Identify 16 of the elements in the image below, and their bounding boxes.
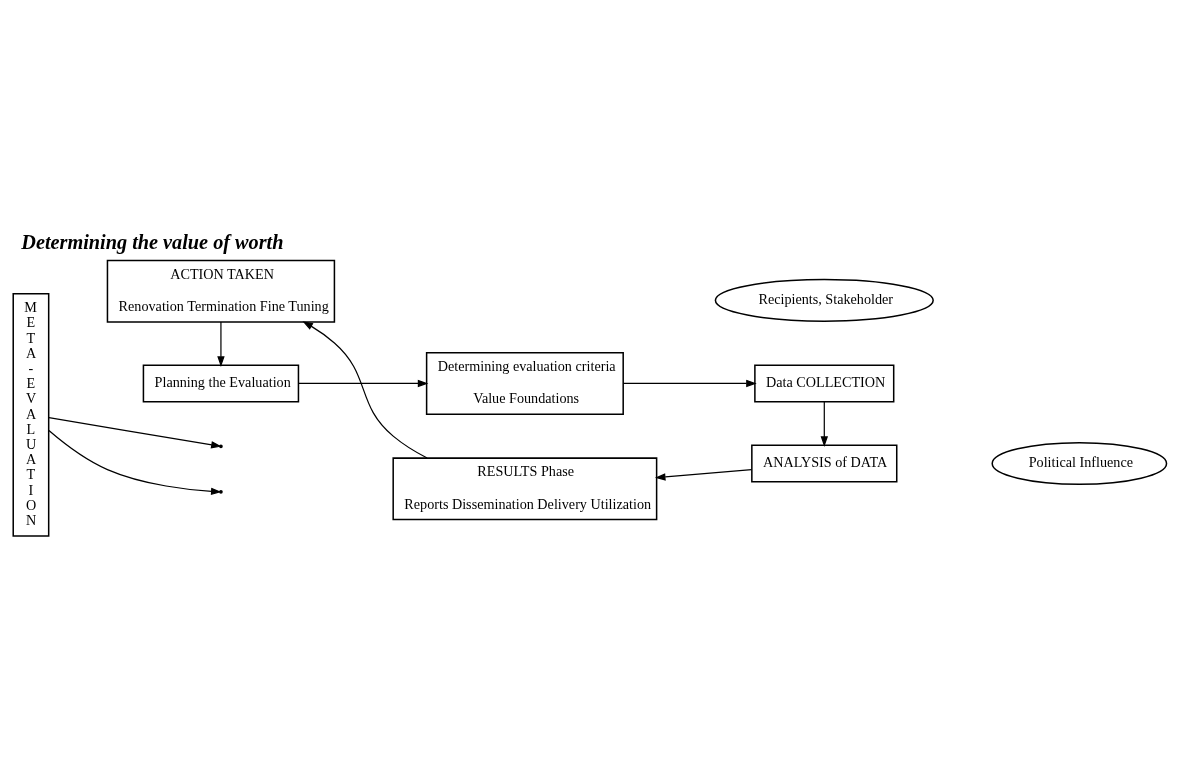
node-box: ANALYSIS of DATA: [751, 444, 898, 482]
node-box: RESULTS Phase Reports Dissemination Delivery Utilization: [392, 456, 658, 520]
arrow: [297, 379, 429, 387]
node-box: Determining evaluation criteria Value Foundations: [425, 351, 624, 415]
node-box: META-EVALUATION: [12, 292, 50, 537]
node-box: ACTION TAKEN Renovation Termination Fine Tuning: [106, 259, 336, 323]
arrow: [820, 400, 828, 447]
node-ellipse: Recipients, Stakeholder: [714, 278, 934, 322]
arrow: [302, 320, 428, 459]
node-box: Data COLLECTION: [754, 363, 895, 402]
diagram-title: Determining the value of worth: [21, 230, 284, 253]
arrow: [654, 468, 753, 481]
node-box: Planning the Evaluation: [142, 363, 300, 402]
arrow: [622, 379, 757, 387]
arrow: [217, 321, 225, 367]
node-ellipse: Political Influence: [991, 441, 1168, 485]
